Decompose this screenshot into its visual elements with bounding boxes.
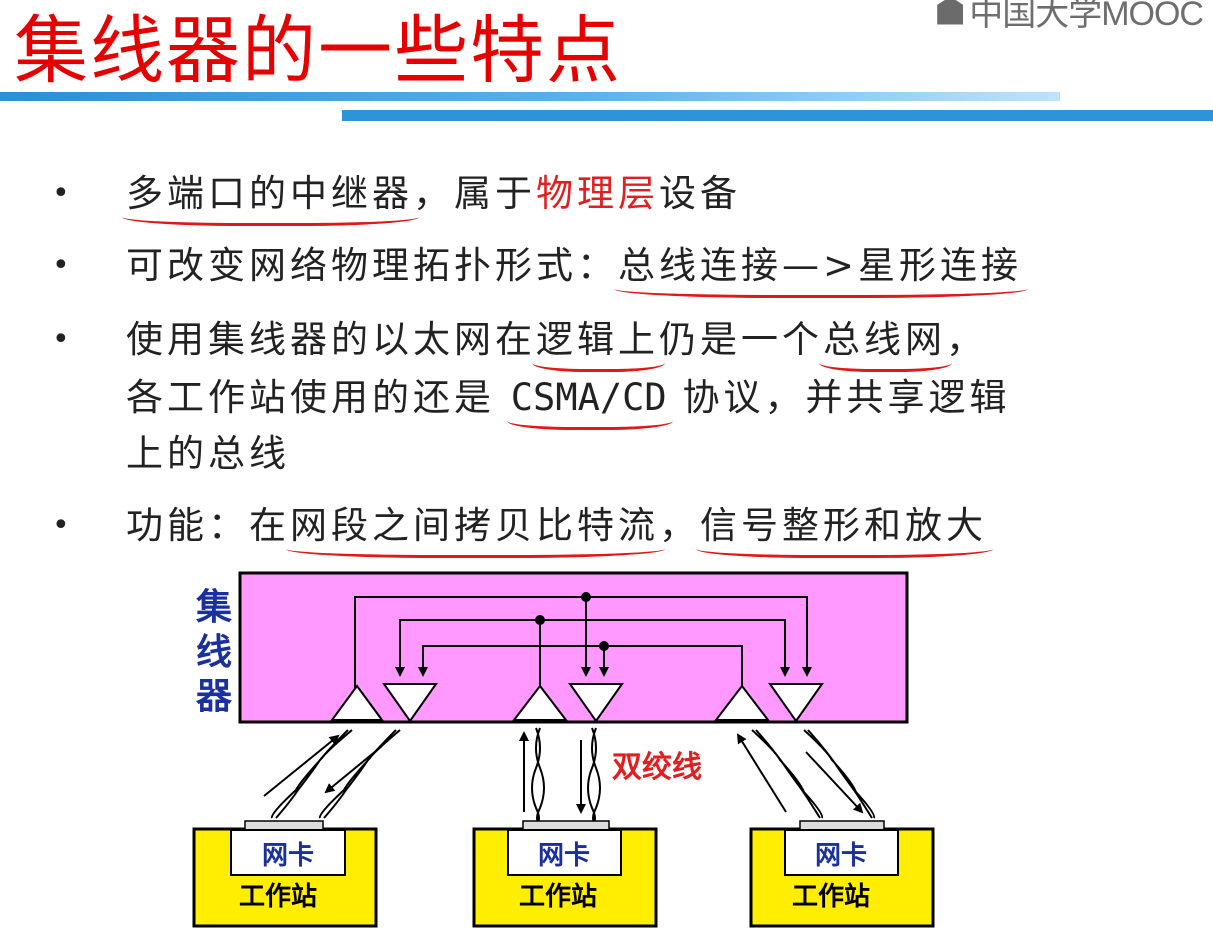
workstation-2: 网卡 工作站 xyxy=(472,820,658,928)
bullet-4-text: 功能：在 xyxy=(126,504,290,547)
transmitter-amplifier-3 xyxy=(768,683,824,723)
nic-label-1: 网卡 xyxy=(262,841,314,871)
signal-direction-arrows xyxy=(263,731,864,814)
bullet-3-text-mid: 仍是一个 xyxy=(659,318,823,361)
bullet-3-line-3-text: 上的总线 xyxy=(126,432,290,475)
nic-connector-1 xyxy=(244,820,324,831)
bullet-4-comma: ， xyxy=(659,504,700,547)
bullet-3-csma-cd: CSMA/CD xyxy=(506,364,673,432)
bullet-3-line-2-text: 各工作站使用的还是 xyxy=(126,376,511,419)
mooc-logo-icon xyxy=(937,0,964,25)
bullet-4-copy-bits: 网段之间拷贝比特流 xyxy=(286,492,665,560)
hub-label-char-1: 集 xyxy=(195,587,232,628)
hub-diagram: 集 线 器 双绞线 xyxy=(192,571,935,928)
bullet-3-text: 使用集线器的以太网在 xyxy=(126,318,536,361)
workstation-label-2: 工作站 xyxy=(519,882,597,912)
nic-card-2 xyxy=(507,829,622,876)
hub-amplifiers xyxy=(330,683,824,723)
workstation-3: 网卡 工作站 xyxy=(749,820,935,928)
bullet-1-text-end: 设备 xyxy=(659,172,741,215)
nic-card-3 xyxy=(784,829,899,876)
bullet-dot: • xyxy=(52,176,74,211)
bullet-dot: • xyxy=(52,508,74,543)
workstation-label-3: 工作站 xyxy=(792,882,870,912)
mooc-watermark: 中国大学MOOC xyxy=(937,0,1204,35)
bullet-2-text: 可改变网络物理拓扑形式： xyxy=(126,244,618,287)
slide-title: 集线器的一些特点 xyxy=(14,8,622,94)
title-rule-top xyxy=(0,92,1060,101)
nic-label-2: 网卡 xyxy=(538,841,590,871)
bullet-4-signal-shaping: 信号整形和放大 xyxy=(696,492,993,560)
nic-label-3: 网卡 xyxy=(815,841,867,871)
nic-connector-2 xyxy=(522,820,610,831)
receiver-amplifier-3 xyxy=(713,684,771,721)
bullet-dot: • xyxy=(52,248,74,283)
hub-label-char-3: 器 xyxy=(196,676,233,717)
workstation-1: 网卡 工作站 xyxy=(192,820,378,928)
receiver-amplifier-2 xyxy=(511,684,569,721)
twisted-pair-label: 双绞线 xyxy=(612,750,702,785)
bullet-3-line-2-end: 协议，并共享逻辑 xyxy=(666,376,1011,419)
bullet-3-comma: ， xyxy=(946,318,987,361)
bullet-1-physical-layer: 物理层 xyxy=(536,172,659,215)
nic-card-1 xyxy=(230,829,346,876)
receiver-amplifier-1 xyxy=(330,684,384,721)
bullet-3-logically: 逻辑上 xyxy=(532,306,665,374)
watermark-text: 中国大学MOOC xyxy=(969,0,1204,33)
workstation-label-1: 工作站 xyxy=(239,882,317,912)
transmitter-amplifier-2 xyxy=(568,683,624,723)
bullet-1-text: ，属于 xyxy=(413,172,536,215)
bullet-3-bus-network: 总线网 xyxy=(819,306,952,374)
wiring-junction-dots xyxy=(535,592,609,651)
bullet-1-multiport-repeater: 多端口的中继器 xyxy=(122,160,419,228)
nic-connector-3 xyxy=(799,820,885,831)
bullet-dot: • xyxy=(52,322,74,357)
hub-label-char-2: 线 xyxy=(196,632,232,673)
transmitter-amplifier-1 xyxy=(382,683,438,723)
bullet-2-topology-change: 总线连接—>星形连接 xyxy=(613,232,1029,300)
title-rule-bottom xyxy=(342,110,1213,121)
